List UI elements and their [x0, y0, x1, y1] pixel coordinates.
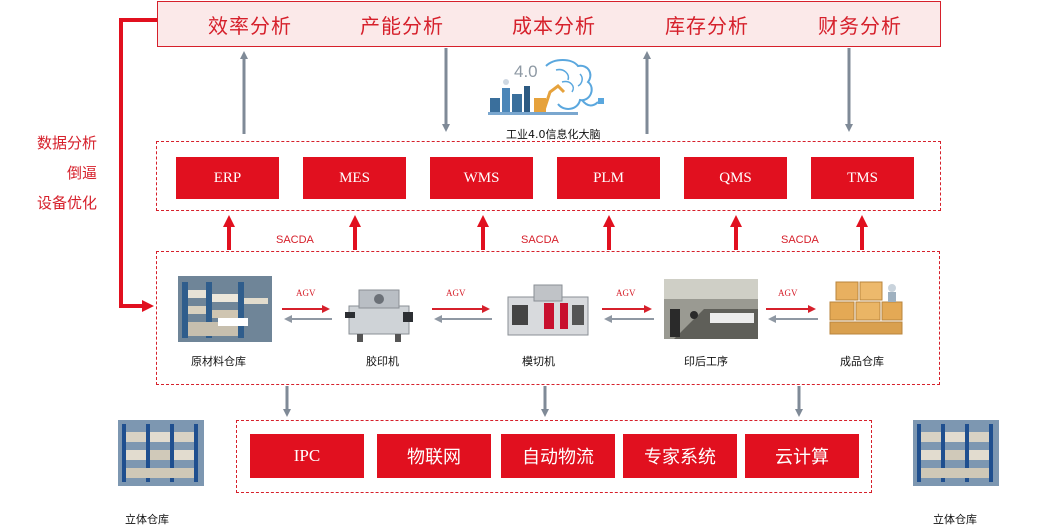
tech-expert-system: 专家系统	[623, 434, 737, 478]
stereo-warehouse-left-label: 立体仓库	[125, 513, 169, 526]
agv-label-1: AGV	[296, 288, 316, 298]
station-finished-goods-warehouse: 成品仓库	[840, 355, 884, 368]
sacda-label-1: SACDA	[276, 234, 314, 246]
system-tms: TMS	[811, 157, 914, 199]
tech-iot: 物联网	[377, 434, 491, 478]
industry-brain-illustration: 4.0 工业4.0信息化大脑	[484, 58, 614, 141]
technology-container	[236, 420, 872, 493]
station-raw-material-warehouse: 原材料仓库	[191, 355, 246, 368]
stereo-warehouse-right-image	[913, 420, 999, 486]
system-mes: MES	[303, 157, 406, 199]
system-wms: WMS	[430, 157, 533, 199]
tech-auto-logistics: 自动物流	[501, 434, 615, 478]
station-post-press: 印后工序	[684, 355, 728, 368]
stereo-warehouse-right-label: 立体仓库	[933, 513, 977, 526]
analysis-cost: 成本分析	[512, 14, 596, 38]
side-text-data-analysis: 数据分析	[36, 134, 97, 152]
system-qms: QMS	[684, 157, 787, 199]
station-offset-press: 胶印机	[366, 355, 399, 368]
agv-label-3: AGV	[616, 288, 636, 298]
finished-goods-warehouse-image	[826, 276, 906, 338]
tech-cloud-computing: 云计算	[745, 434, 859, 478]
systems-container	[156, 141, 941, 211]
analysis-inventory: 库存分析	[665, 14, 749, 38]
brain-version: 4.0	[514, 62, 538, 81]
analysis-capacity: 产能分析	[360, 14, 444, 38]
stereo-warehouse-left-image	[118, 420, 204, 486]
system-plm: PLM	[557, 157, 660, 199]
sacda-label-3: SACDA	[781, 234, 819, 246]
system-erp: ERP	[176, 157, 279, 199]
analysis-bar: 效率分析 产能分析 成本分析 库存分析 财务分析	[157, 1, 941, 47]
side-text-equipment-optimize: 设备优化	[36, 194, 97, 212]
feedback-loop-arrow	[119, 18, 157, 312]
production-container	[156, 251, 940, 385]
station-die-cutter: 模切机	[522, 355, 555, 368]
agv-label-2: AGV	[446, 288, 466, 298]
side-text-force: 倒逼	[66, 164, 97, 182]
brain-label: 工业4.0信息化大脑	[506, 128, 601, 141]
die-cutter-image	[504, 279, 592, 343]
tech-ipc: IPC	[250, 434, 364, 478]
raw-material-warehouse-image	[178, 276, 272, 342]
brain-icon	[488, 59, 604, 115]
offset-press-image	[343, 282, 415, 342]
sacda-label-2: SACDA	[521, 234, 559, 246]
agv-label-4: AGV	[778, 288, 798, 298]
analysis-finance: 财务分析	[818, 14, 902, 38]
analysis-efficiency: 效率分析	[208, 14, 292, 38]
post-press-image	[664, 279, 758, 339]
